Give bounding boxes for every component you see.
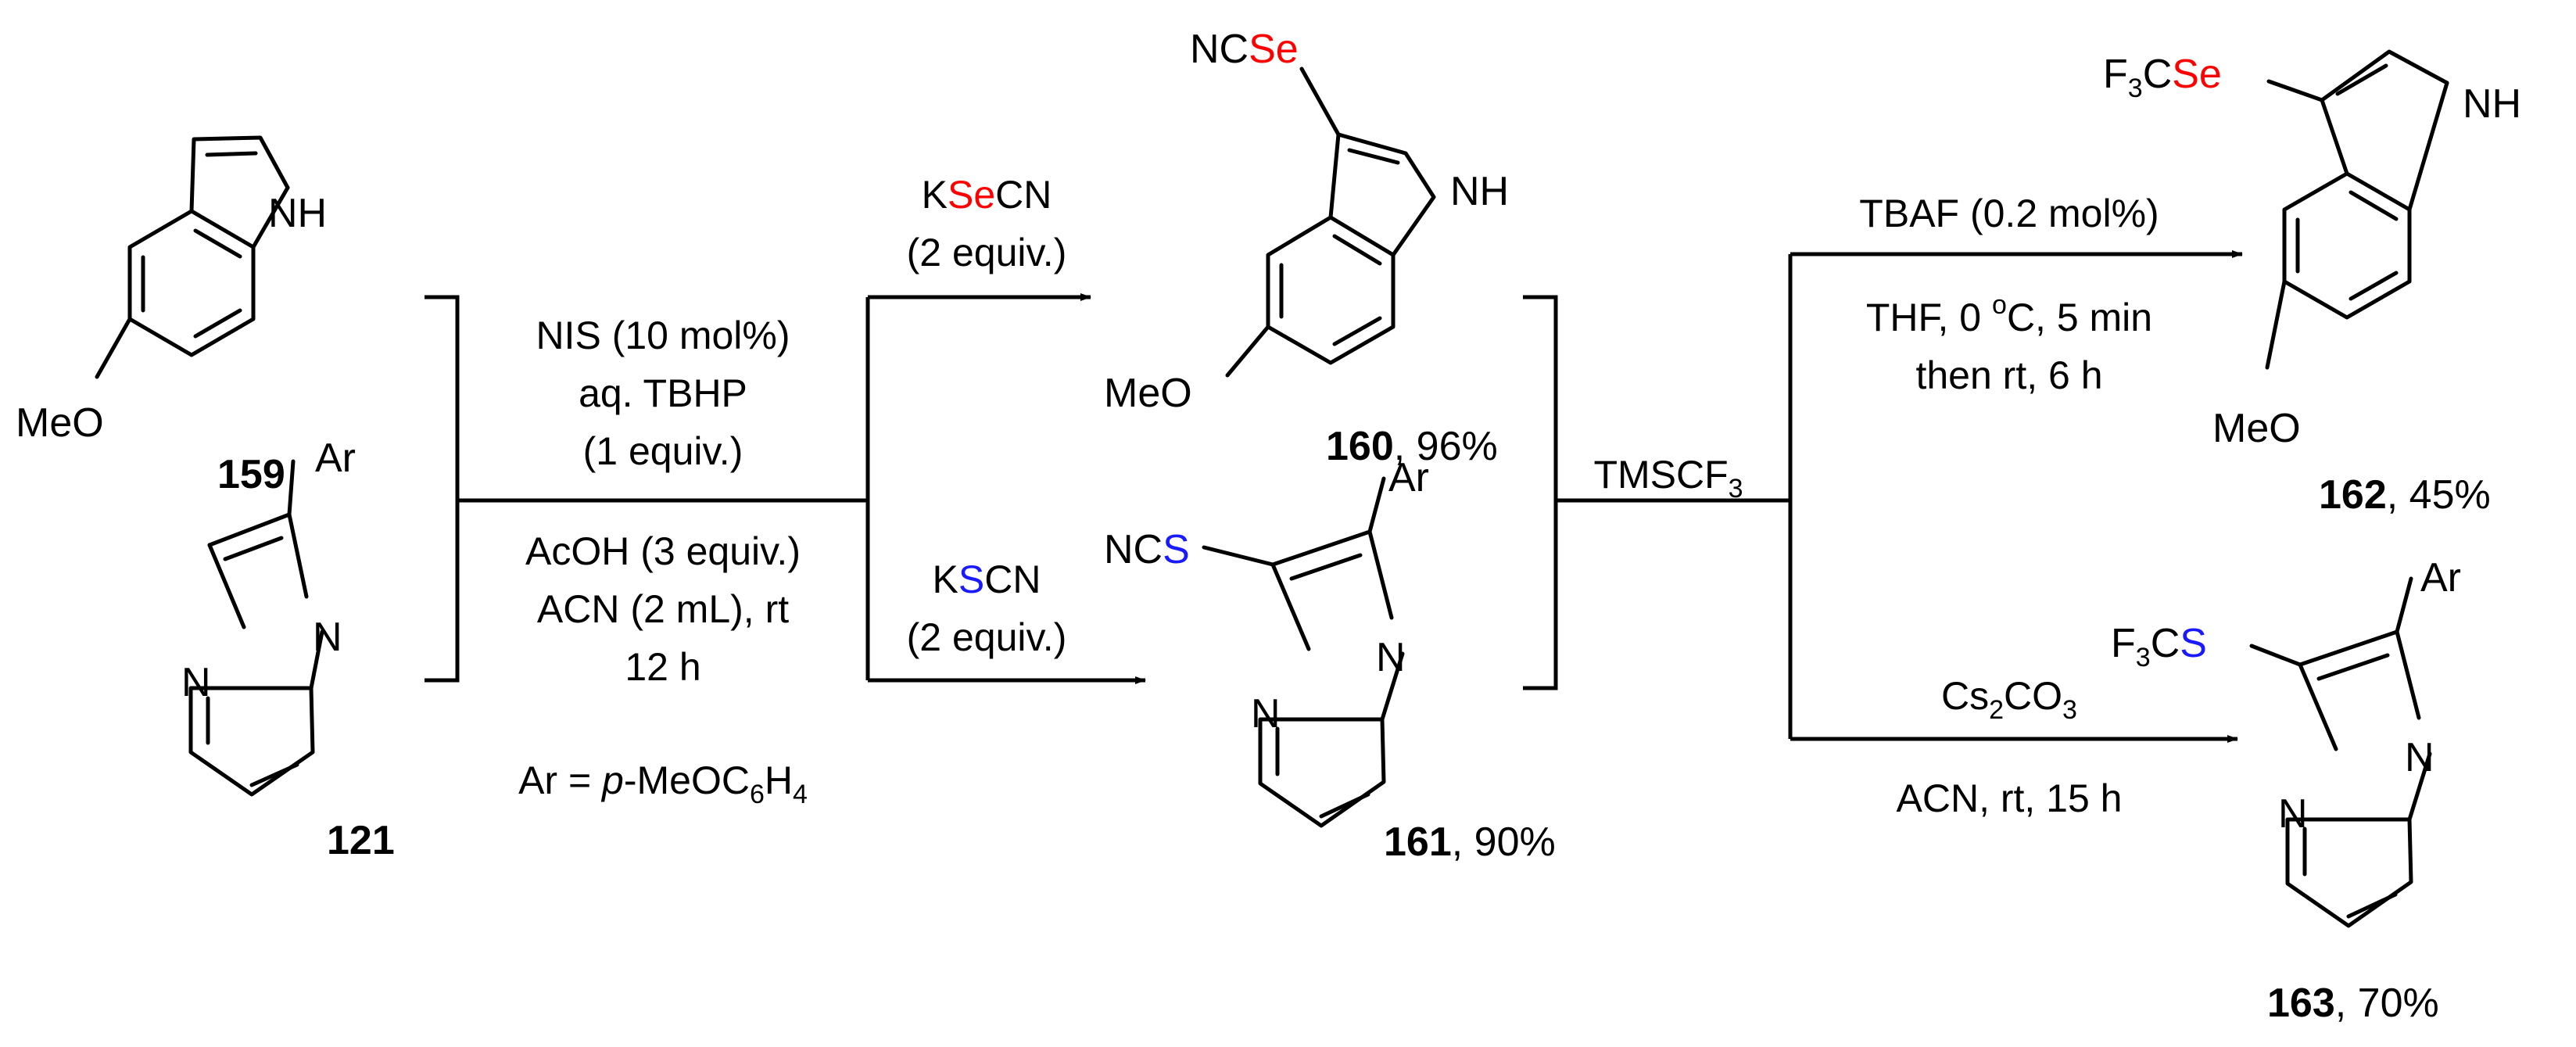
molecule-161: NCS Ar N N 161, 90% <box>1104 455 1556 865</box>
label-163-n-ring: N <box>2278 791 2308 837</box>
label-162-caption: 162, 45% <box>2319 472 2491 518</box>
step1-conditions: NIS (10 mol%) aq. TBHP (1 equiv.) AcOH (… <box>518 314 808 809</box>
label-159-nh: NH <box>268 191 327 236</box>
condition-acn-rt: ACN, rt, 15 h <box>1897 776 2123 820</box>
label-162-group: F3CSe <box>2103 52 2222 103</box>
label-161-caption: 161, 90% <box>1384 819 1556 865</box>
label-121-n-ring: N <box>181 660 211 705</box>
reagent-tmscf3: TMSCF3 <box>1593 453 1743 504</box>
label-161-ar: Ar <box>1388 455 1429 500</box>
molecule-162: F3CSe NH MeO 162, 45% <box>2103 49 2521 518</box>
label-160-group: NCSe <box>1190 27 1299 72</box>
label-163-n-bridge: N <box>2405 735 2434 780</box>
label-121-n-bridge: N <box>313 615 342 660</box>
molecule-163: F3CS Ar N N 163, 70% <box>2111 555 2461 1026</box>
condition-acoh: AcOH (3 equiv.) <box>525 529 801 573</box>
ar-definition: Ar = p-MeOC6H4 <box>518 758 808 809</box>
reagent-ksecn-equiv: (2 equiv.) <box>907 231 1067 274</box>
label-162-meo: MeO <box>2212 406 2301 451</box>
reagent-kscn: KSCN <box>933 558 1041 601</box>
condition-tbhp: aq. TBHP <box>579 371 747 415</box>
condition-time: 12 h <box>625 645 700 689</box>
compound-number-159: 159 <box>217 452 285 497</box>
label-161-n-bridge: N <box>1376 635 1406 680</box>
condition-nis: NIS (10 mol%) <box>536 314 790 357</box>
label-162-nh: NH <box>2463 81 2521 127</box>
molecule-160: NCSe NH MeO 160, 96% <box>1104 27 1509 469</box>
label-160-nh: NH <box>1450 169 1509 214</box>
condition-tbaf: TBAF (0.2 mol%) <box>1859 192 2159 235</box>
condition-then-rt: then rt, 6 h <box>1915 353 2102 397</box>
condition-tbhp-equiv: (1 equiv.) <box>583 429 743 473</box>
molecule-121: Ar N N 121 <box>181 436 395 863</box>
label-161-n-ring: N <box>1251 691 1281 737</box>
arrow-to-162: TBAF (0.2 mol%) THF, 0 oC, 5 min then rt… <box>1790 192 2243 397</box>
reagent-kscn-equiv: (2 equiv.) <box>907 615 1067 659</box>
label-160-caption: 160, 96% <box>1326 424 1498 469</box>
label-159-meo: MeO <box>16 400 104 446</box>
label-160-meo: MeO <box>1104 371 1192 416</box>
arrow-to-161: KSCN (2 equiv.) <box>868 558 1146 684</box>
label-163-caption: 163, 70% <box>2267 981 2439 1026</box>
reagent-cs2co3: Cs2CO3 <box>1941 674 2077 725</box>
label-163-group: F3CS <box>2111 621 2207 672</box>
compound-number-121: 121 <box>327 818 395 863</box>
arrow-to-160: KSeCN (2 equiv.) <box>868 173 1091 301</box>
label-161-group: NCS <box>1104 527 1190 572</box>
condition-acn: ACN (2 mL), rt <box>537 587 789 631</box>
label-121-ar: Ar <box>315 436 356 481</box>
step2-bracket: TMSCF3 <box>1523 254 1793 739</box>
reagent-ksecn: KSeCN <box>922 173 1052 217</box>
condition-thf: THF, 0 oC, 5 min <box>1866 290 2152 339</box>
step1-bracket <box>425 295 870 683</box>
molecule-159: NH MeO 159 <box>16 135 327 497</box>
arrow-to-163: Cs2CO3 ACN, rt, 15 h <box>1790 674 2238 820</box>
label-163-ar: Ar <box>2420 555 2461 601</box>
